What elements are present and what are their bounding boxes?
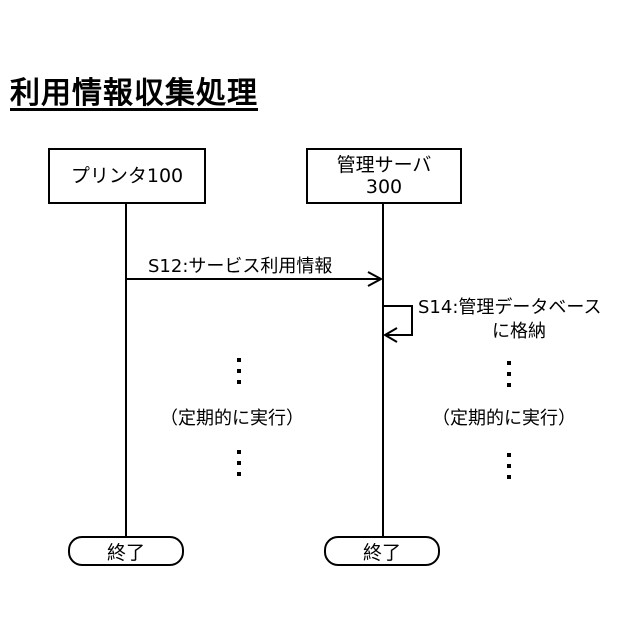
- self-note-line2: に格納: [418, 320, 602, 344]
- message-label-s12: S12:サービス利用情報: [148, 252, 332, 278]
- ellipsis-right-bottom: [507, 453, 511, 479]
- ellipsis-left-top: [237, 358, 241, 384]
- ellipsis-right-top: [507, 361, 511, 387]
- self-note-line1: S14:管理データベース: [418, 297, 602, 318]
- participant-server-label-line1: 管理サーバ: [337, 154, 432, 176]
- periodic-note-left: （定期的に実行）: [160, 404, 304, 430]
- participant-printer: プリンタ100: [48, 148, 206, 204]
- end-label-server: 終了: [363, 538, 401, 565]
- participant-server-label-line2: 300: [366, 176, 402, 198]
- participant-printer-label: プリンタ100: [71, 165, 183, 187]
- end-label-printer: 終了: [107, 538, 145, 565]
- periodic-note-right: （定期的に実行）: [432, 404, 576, 430]
- self-note-s14: S14:管理データベース に格納: [418, 296, 602, 344]
- end-terminal-printer: 終了: [68, 536, 184, 566]
- self-arrow-s14: [383, 306, 412, 335]
- ellipsis-left-bottom: [237, 450, 241, 476]
- participant-server: 管理サーバ 300: [306, 148, 462, 204]
- end-terminal-server: 終了: [324, 536, 440, 566]
